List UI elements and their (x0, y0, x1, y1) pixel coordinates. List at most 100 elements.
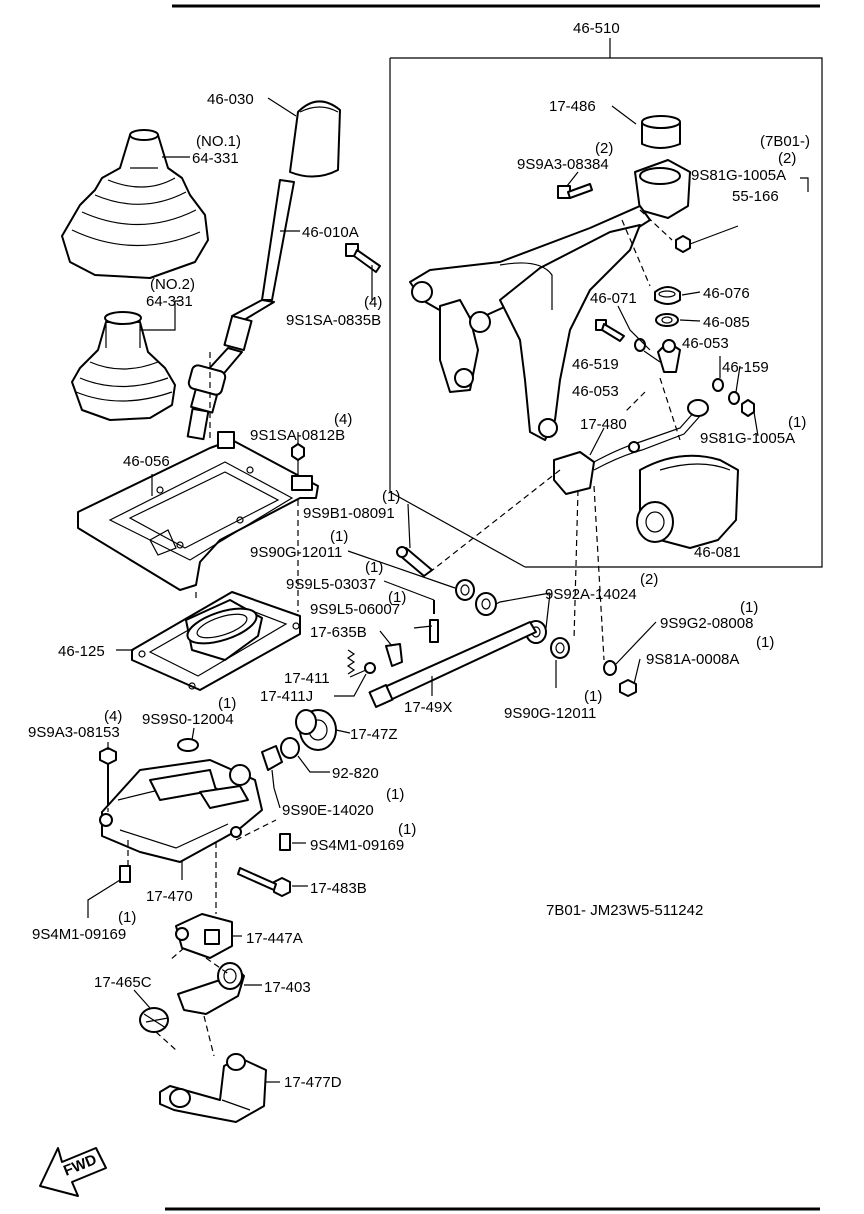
label-17-635b: 17-635B (310, 624, 367, 641)
label-17-483b: 17-483B (310, 880, 367, 897)
label-9s9s0-12004: 9S9S0-12004 (142, 711, 234, 728)
washer-9s90g-12011-a (455, 579, 475, 601)
label-46-010a: 46-010A (302, 224, 359, 241)
label-9s90g-12011-b: 9S90G-12011 (504, 705, 596, 722)
label-qty-1-a: (1) (788, 414, 806, 431)
label-qty-1-c: (1) (330, 528, 348, 545)
label-9s9a3-08384: 9S9A3-08384 (517, 156, 609, 173)
shift-cable-17-480 (553, 399, 709, 495)
cable-bracket-46-081 (636, 454, 739, 549)
label-46-076: 46-076 (703, 285, 750, 302)
label-9s4m1-09169-a: 9S4M1-09169 (310, 837, 404, 854)
label-qty-4-c: (4) (104, 708, 122, 725)
bushing-17-47z (295, 709, 337, 751)
label-46-085: 46-085 (703, 314, 750, 331)
label-qty-1-g: (1) (756, 634, 774, 651)
nut-9s81a-0008a (619, 679, 637, 697)
bolt-9s1sa-0812b (291, 443, 305, 476)
label-9s92a-14024: 9S92A-14024 (545, 586, 637, 603)
label-qty-1-j: (1) (386, 786, 404, 803)
label-17-477d: 17-477D (284, 1074, 342, 1091)
label-9s90e-14020: 9S90E-14020 (282, 802, 374, 819)
label-17-49x: 17-49X (404, 699, 452, 716)
label-9s9l5-03037: 9S9L5-03037 (286, 576, 376, 593)
label-46-071: 46-071 (590, 290, 637, 307)
label-46-159: 46-159 (722, 359, 769, 376)
oring-92-820 (280, 737, 300, 759)
bolt-9s1sa-0835b (345, 243, 381, 273)
bracket-17-447a (175, 913, 233, 959)
label-46-056: 46-056 (123, 453, 170, 470)
label-qty-1-h: (1) (584, 688, 602, 705)
label-7b01: (7B01-) (760, 133, 810, 150)
label-17-447a: 17-447A (246, 930, 303, 947)
assembly-46-510-frame (389, 38, 823, 568)
label-9s9a3-08153: 9S9A3-08153 (28, 724, 120, 741)
label-9s4m1-09169-b: 9S4M1-09169 (32, 926, 126, 943)
pin-9s4m1-09169-b (119, 865, 131, 883)
lever-17-403 (177, 962, 245, 1015)
pin-9s9l5-06007 (429, 619, 439, 643)
pin-9s4m1-09169-a (279, 833, 291, 851)
label-17-465c: 17-465C (94, 974, 152, 991)
label-17-480: 17-480 (580, 416, 627, 433)
label-qty-4-a: (4) (364, 294, 382, 311)
label-9s9b1-08091: 9S9B1-08091 (303, 505, 395, 522)
shift-bracket-46-510 (409, 159, 691, 441)
part-labels: 46-510 17-486 (2) 9S9A3-08384 (7B01-) (2… (28, 20, 810, 1091)
label-qty-1-d: (1) (365, 559, 383, 576)
label-17-411j: 17-411J (260, 688, 313, 705)
label-qty-1-i: (1) (218, 695, 236, 712)
fwd-direction-arrow: FWD (39, 1147, 107, 1197)
shift-housing-17-470 (99, 759, 263, 863)
label-9s1sa-0812b: 9S1SA-0812B (250, 427, 345, 444)
label-17-470: 17-470 (146, 888, 193, 905)
washers-46-159 (712, 378, 755, 417)
shift-boot-no2 (71, 311, 176, 421)
leader-lines (87, 97, 809, 1083)
label-17-47z: 17-47Z (350, 726, 398, 743)
bracket-46-076 (654, 286, 681, 305)
label-64-331-a: 64-331 (192, 150, 239, 167)
bushing-17-486 (641, 115, 681, 149)
label-46-125: 46-125 (58, 643, 105, 660)
lever-46-071 (657, 339, 681, 373)
label-46-519: 46-519 (572, 356, 619, 373)
pin-9s9b1-08091 (396, 546, 433, 577)
washer-9s90g-12011-b (550, 637, 570, 659)
bracket-17-477d (159, 1053, 267, 1123)
label-46-081: 46-081 (694, 544, 741, 561)
label-no1: (NO.1) (196, 133, 241, 150)
label-qty-1-l: (1) (118, 909, 136, 926)
diagram-id: 7B01- JM23W5-511242 (546, 902, 703, 919)
label-64-331-b: 64-331 (146, 293, 193, 310)
label-qty-4-b: (4) (334, 411, 352, 428)
shift-rod-17-49x (368, 621, 537, 708)
shift-boot-no1 (61, 129, 209, 279)
label-9s81g-1005a-a: 9S81G-1005A (691, 167, 786, 184)
bolt-9s9a3-08384 (557, 183, 593, 199)
label-46-030: 46-030 (207, 91, 254, 108)
ball-17-411j (364, 662, 376, 674)
assembly-guide-lines (107, 209, 681, 1057)
label-17-411: 17-411 (284, 670, 330, 687)
label-qty-2-c: (2) (640, 571, 658, 588)
bolt-17-483b (237, 867, 291, 897)
mounting-plate-46-056 (77, 431, 319, 591)
label-9s1sa-0835b: 9S1SA-0835B (286, 312, 381, 329)
plunger-17-635b (385, 643, 403, 667)
label-92-820: 92-820 (332, 765, 379, 782)
collar-9s90e-14020 (261, 745, 283, 771)
label-9s81g-1005a-b: 9S81G-1005A (700, 430, 795, 447)
label-qty-1-e: (1) (388, 589, 406, 606)
bolt-46-519 (595, 319, 625, 342)
label-qty-2-a: (2) (595, 140, 613, 157)
label-9s90g-12011-a: 9S90G-12011 (250, 544, 342, 561)
label-qty-1-f: (1) (740, 599, 758, 616)
label-qty-1-b: (1) (382, 488, 400, 505)
label-9s9l5-06007: 9S9L5-06007 (310, 601, 400, 618)
label-46-510: 46-510 (573, 20, 620, 37)
label-46-053-a: 46-053 (682, 335, 729, 352)
boot-plate-46-125 (131, 591, 301, 691)
